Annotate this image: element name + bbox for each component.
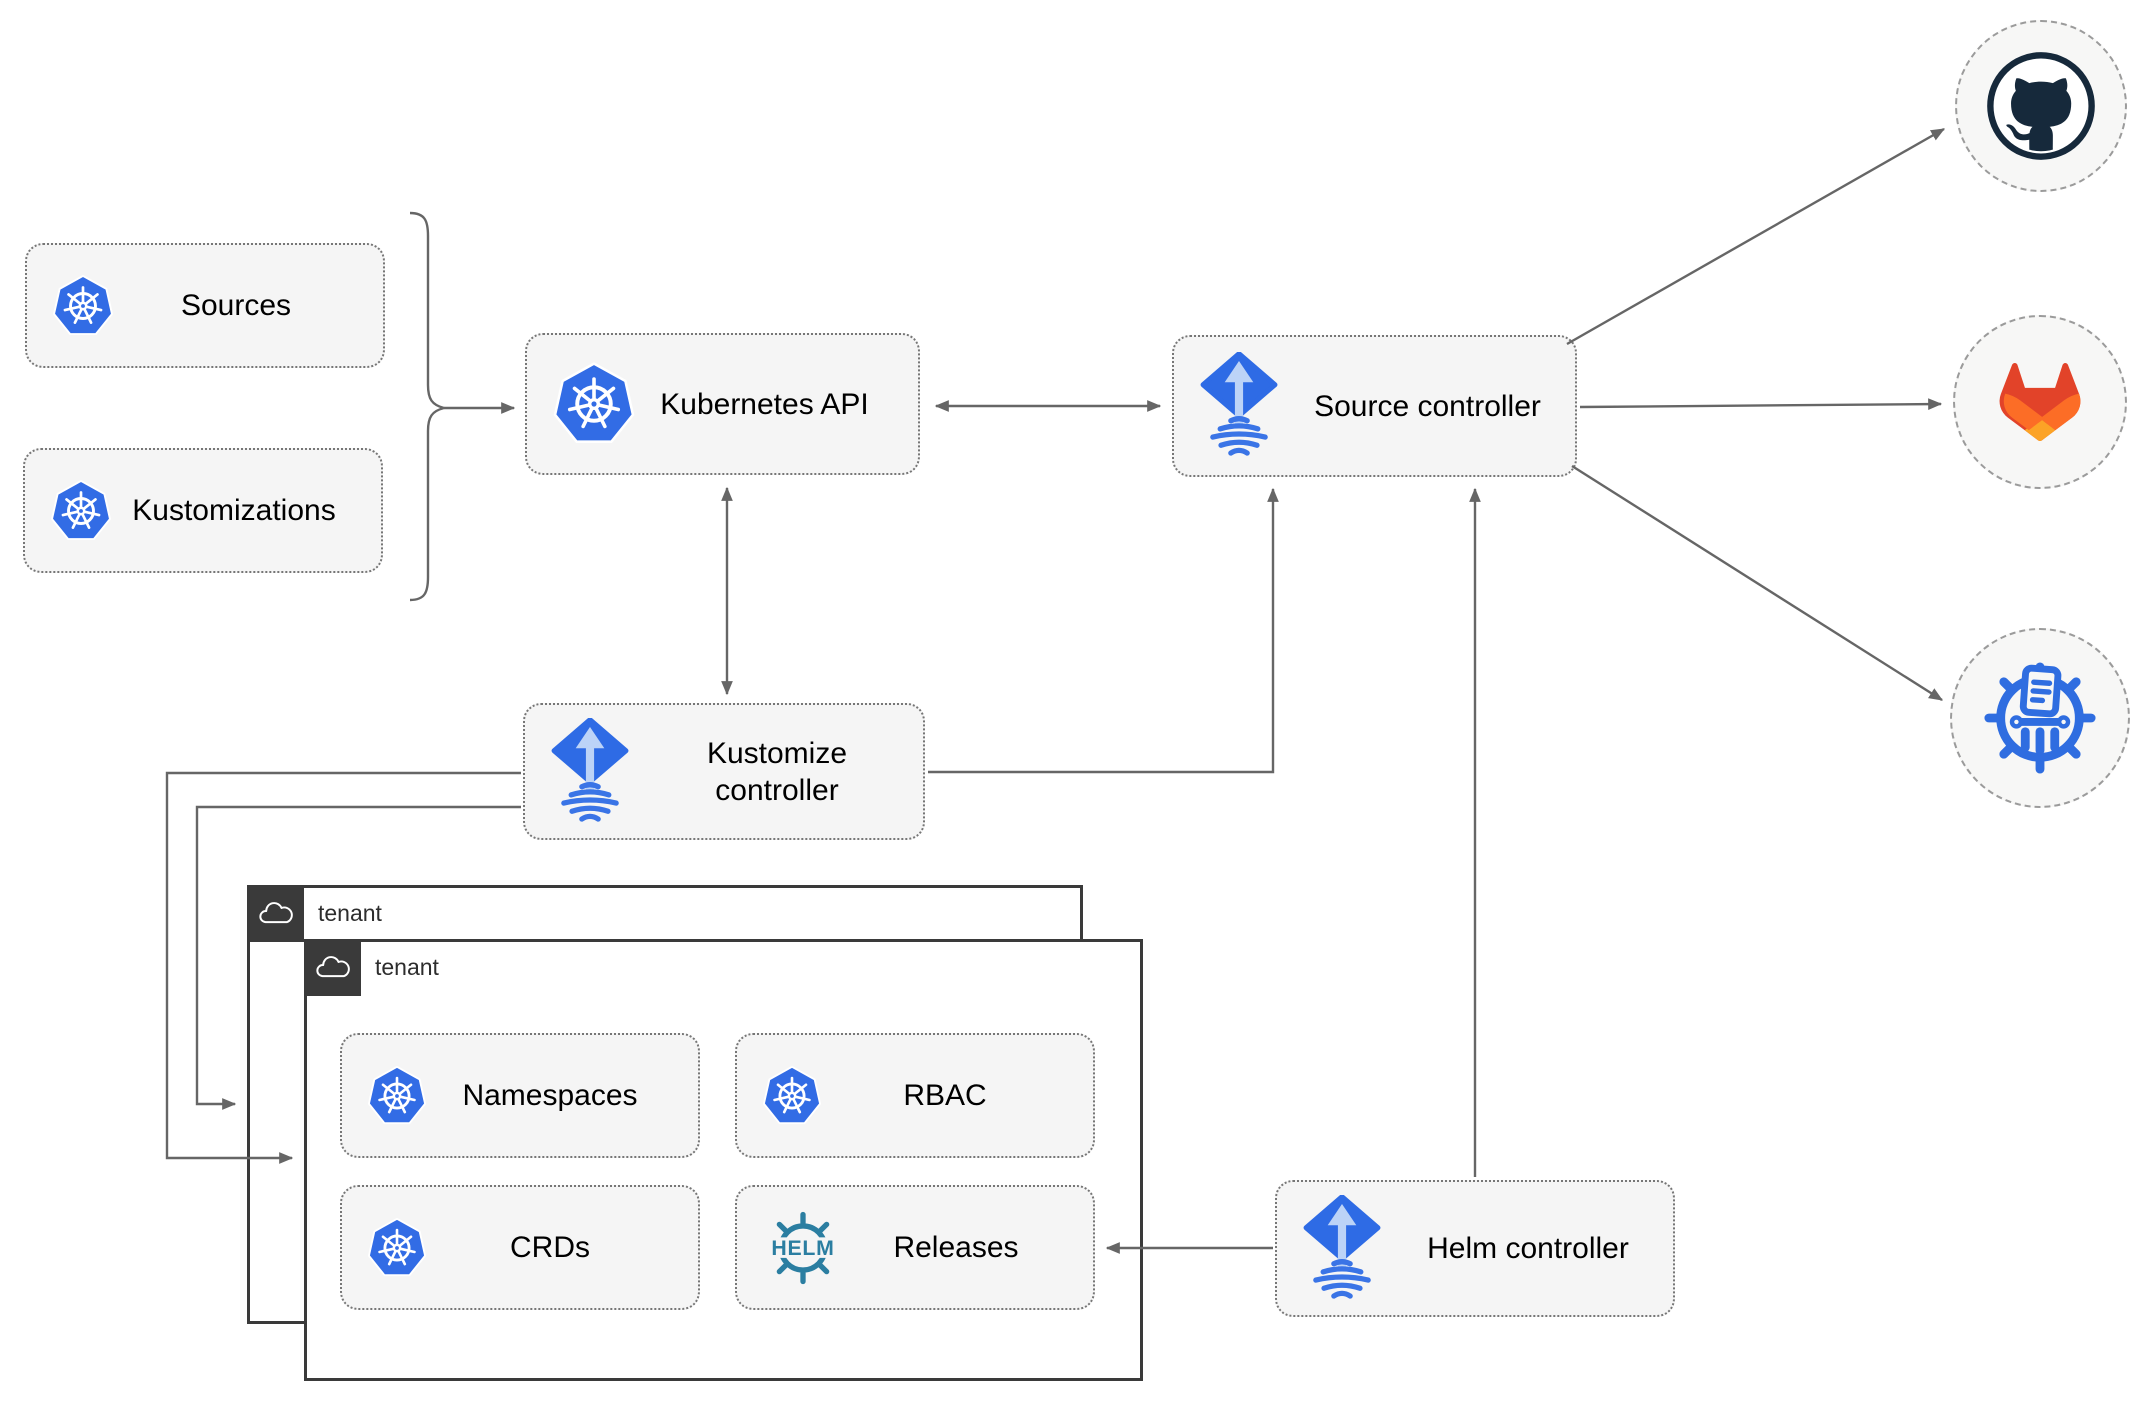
node-source-controller: Source controller [1172, 335, 1577, 477]
cloud-icon [258, 900, 294, 927]
tenant-header [247, 885, 304, 942]
tenant-label: tenant [318, 900, 382, 926]
endpoint-github [1955, 20, 2127, 192]
kubernetes-icon [551, 361, 637, 447]
node-label: Kubernetes API [660, 387, 869, 421]
cloud-icon [315, 954, 351, 981]
chartmuseum-icon [1981, 659, 2099, 777]
brace-sources-group [409, 211, 445, 602]
endpoint-chartmuseum [1950, 628, 2130, 808]
tenant-label: tenant [375, 954, 439, 980]
helm-icon: HELM [761, 1210, 845, 1286]
edge-kustomize-to-source [928, 487, 1279, 774]
node-label: Kustomizations [132, 494, 336, 527]
tenant-group-front: tenant [304, 939, 1143, 1381]
node-namespaces: Namespaces [340, 1033, 700, 1158]
kubernetes-icon [49, 479, 113, 543]
github-icon [1982, 47, 2100, 165]
node-kustomize-controller: Kustomize controller [523, 703, 925, 840]
node-label: Namespaces [462, 1079, 638, 1112]
endpoint-gitlab [1953, 315, 2127, 489]
node-helm-controller: Helm controller [1275, 1180, 1675, 1317]
node-label: Kustomize controller [706, 736, 848, 807]
kubernetes-icon [366, 1217, 428, 1279]
node-label: RBAC [903, 1079, 987, 1112]
gitlab-icon [1960, 322, 2120, 482]
node-label: CRDs [510, 1231, 590, 1264]
kubernetes-icon [761, 1065, 823, 1127]
node-releases: HELM Releases [735, 1185, 1095, 1310]
kubernetes-icon [51, 274, 115, 338]
node-label: Sources [180, 289, 292, 322]
helm-logo-text: HELM [771, 1235, 834, 1259]
flux-icon [549, 718, 631, 826]
node-rbac: RBAC [735, 1033, 1095, 1158]
node-label: Releases [893, 1231, 1019, 1264]
node-label: Source controller [1314, 389, 1541, 423]
node-kustomizations: Kustomizations [23, 448, 383, 573]
node-label: Helm controller [1427, 1232, 1629, 1265]
flux-icon [1301, 1195, 1383, 1303]
edge-source-to-gitlab [1579, 398, 1943, 410]
node-sources: Sources [25, 243, 385, 368]
kubernetes-icon [366, 1065, 428, 1127]
flux-icon [1198, 352, 1280, 460]
node-kubernetes-api: Kubernetes API [525, 333, 920, 475]
tenant-header [304, 939, 361, 996]
node-crds: CRDs [340, 1185, 700, 1310]
edge-source-to-github [1566, 127, 1946, 346]
edge-source-to-chartmuseum [1571, 464, 1943, 702]
